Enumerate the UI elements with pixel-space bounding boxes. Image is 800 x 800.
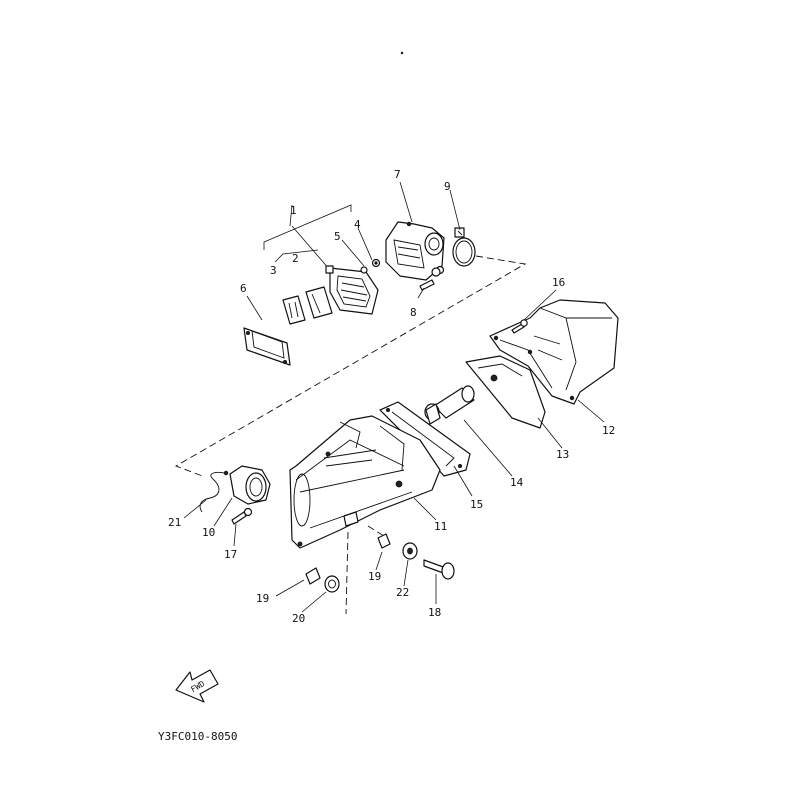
callout-19-left: 19 [256,592,269,605]
callout-14: 14 [510,476,524,489]
callout-5: 5 [334,230,341,243]
callout-21: 21 [168,516,181,529]
hose-clamp-part [452,227,476,267]
callout-13: 13 [556,448,569,461]
leader-lines [183,181,605,613]
callout-7: 7 [394,168,401,181]
reed-valve-group [174,204,527,478]
reed-valve-part [325,265,379,315]
callout-6: 6 [240,282,247,295]
callout-9: 9 [444,180,451,193]
cover-group [424,299,619,429]
cover-gasket-part [465,355,546,429]
end-cap-part [229,465,271,505]
callout-labels: 1 2 3 4 5 6 7 8 9 10 11 12 13 14 15 16 1… [168,168,615,625]
callout-11: 11 [434,520,447,533]
callout-12: 12 [602,424,615,437]
reed-petal-part [282,295,306,325]
end-cap-group [199,465,271,525]
callout-3: 3 [270,264,277,277]
reed-stopper-part [305,286,333,319]
intake-manifold-part [385,221,445,281]
callout-18: 18 [428,606,441,619]
gasket-part [243,327,291,366]
callout-19-right: 19 [368,570,381,583]
callout-20: 20 [292,612,305,625]
callout-15: 15 [470,498,483,511]
fwd-arrow-icon: FWD [175,669,219,703]
callout-8: 8 [410,306,417,319]
pipe-part [424,385,475,425]
callout-16: 16 [552,276,565,289]
callout-4: 4 [354,218,361,231]
muffler-body-part [289,415,441,549]
callout-10: 10 [202,526,215,539]
callout-1: 1 [290,204,297,217]
muffler-group [289,401,471,615]
diagram-code: Y3FC010-8050 [158,730,237,743]
callout-17: 17 [224,548,237,561]
fastener-group [305,533,455,593]
callout-22: 22 [396,586,409,599]
callout-2: 2 [292,252,299,265]
